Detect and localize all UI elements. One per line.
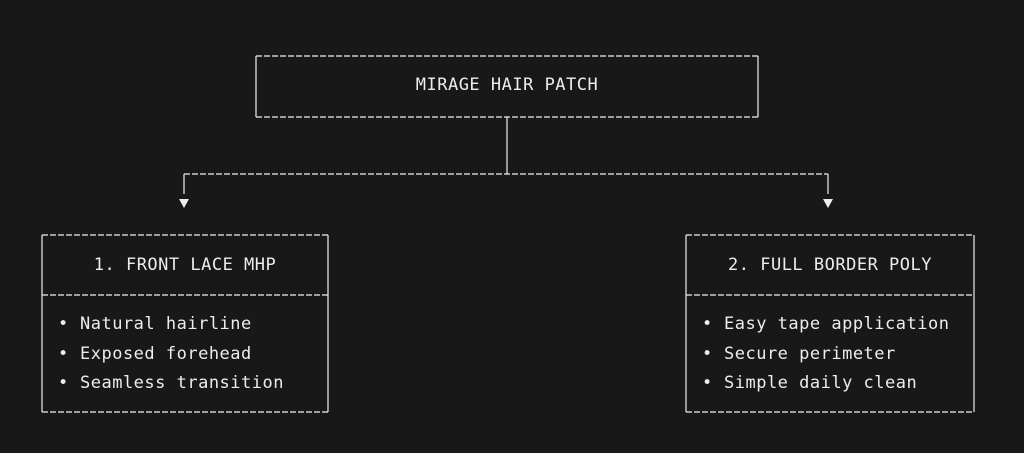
- bullet-text: Secure perimeter: [724, 343, 896, 364]
- bullet-icon: •: [58, 373, 69, 393]
- right-node-box: [685, 234, 975, 413]
- front-lace-bullet-list: • Natural hairline • Exposed forehead • Sea…: [58, 310, 284, 399]
- arrow-down-icon: [823, 199, 833, 208]
- list-item: • Natural hairline: [58, 310, 284, 340]
- arrow-down-icon: [179, 199, 189, 208]
- connector-lines: [183, 117, 829, 194]
- bullet-text: Exposed forehead: [80, 343, 252, 364]
- list-item: • Secure perimeter: [702, 340, 949, 370]
- list-item: • Simple daily clean: [702, 369, 949, 399]
- bullet-icon: •: [58, 343, 69, 364]
- node-title-full-border: 2. FULL BORDER POLY: [728, 255, 932, 275]
- bullet-icon: •: [702, 343, 713, 364]
- bullet-text: Simple daily clean: [724, 373, 918, 393]
- bullet-icon: •: [58, 314, 69, 334]
- bullet-text: Easy tape application: [724, 314, 950, 334]
- left-node-box: [41, 234, 329, 413]
- bullet-text: Natural hairline: [80, 314, 252, 334]
- list-item: • Seamless transition: [58, 369, 284, 399]
- root-title: MIRAGE HAIR PATCH: [415, 75, 599, 95]
- bullet-icon: •: [702, 373, 713, 393]
- list-item: • Exposed forehead: [58, 340, 284, 370]
- full-border-bullet-list: • Easy tape application • Secure perimeter…: [702, 310, 949, 399]
- bullet-text: Seamless transition: [80, 373, 284, 393]
- node-title-front-lace: 1. FRONT LACE MHP: [93, 255, 277, 275]
- bullet-icon: •: [702, 314, 713, 334]
- list-item: • Easy tape application: [702, 310, 949, 340]
